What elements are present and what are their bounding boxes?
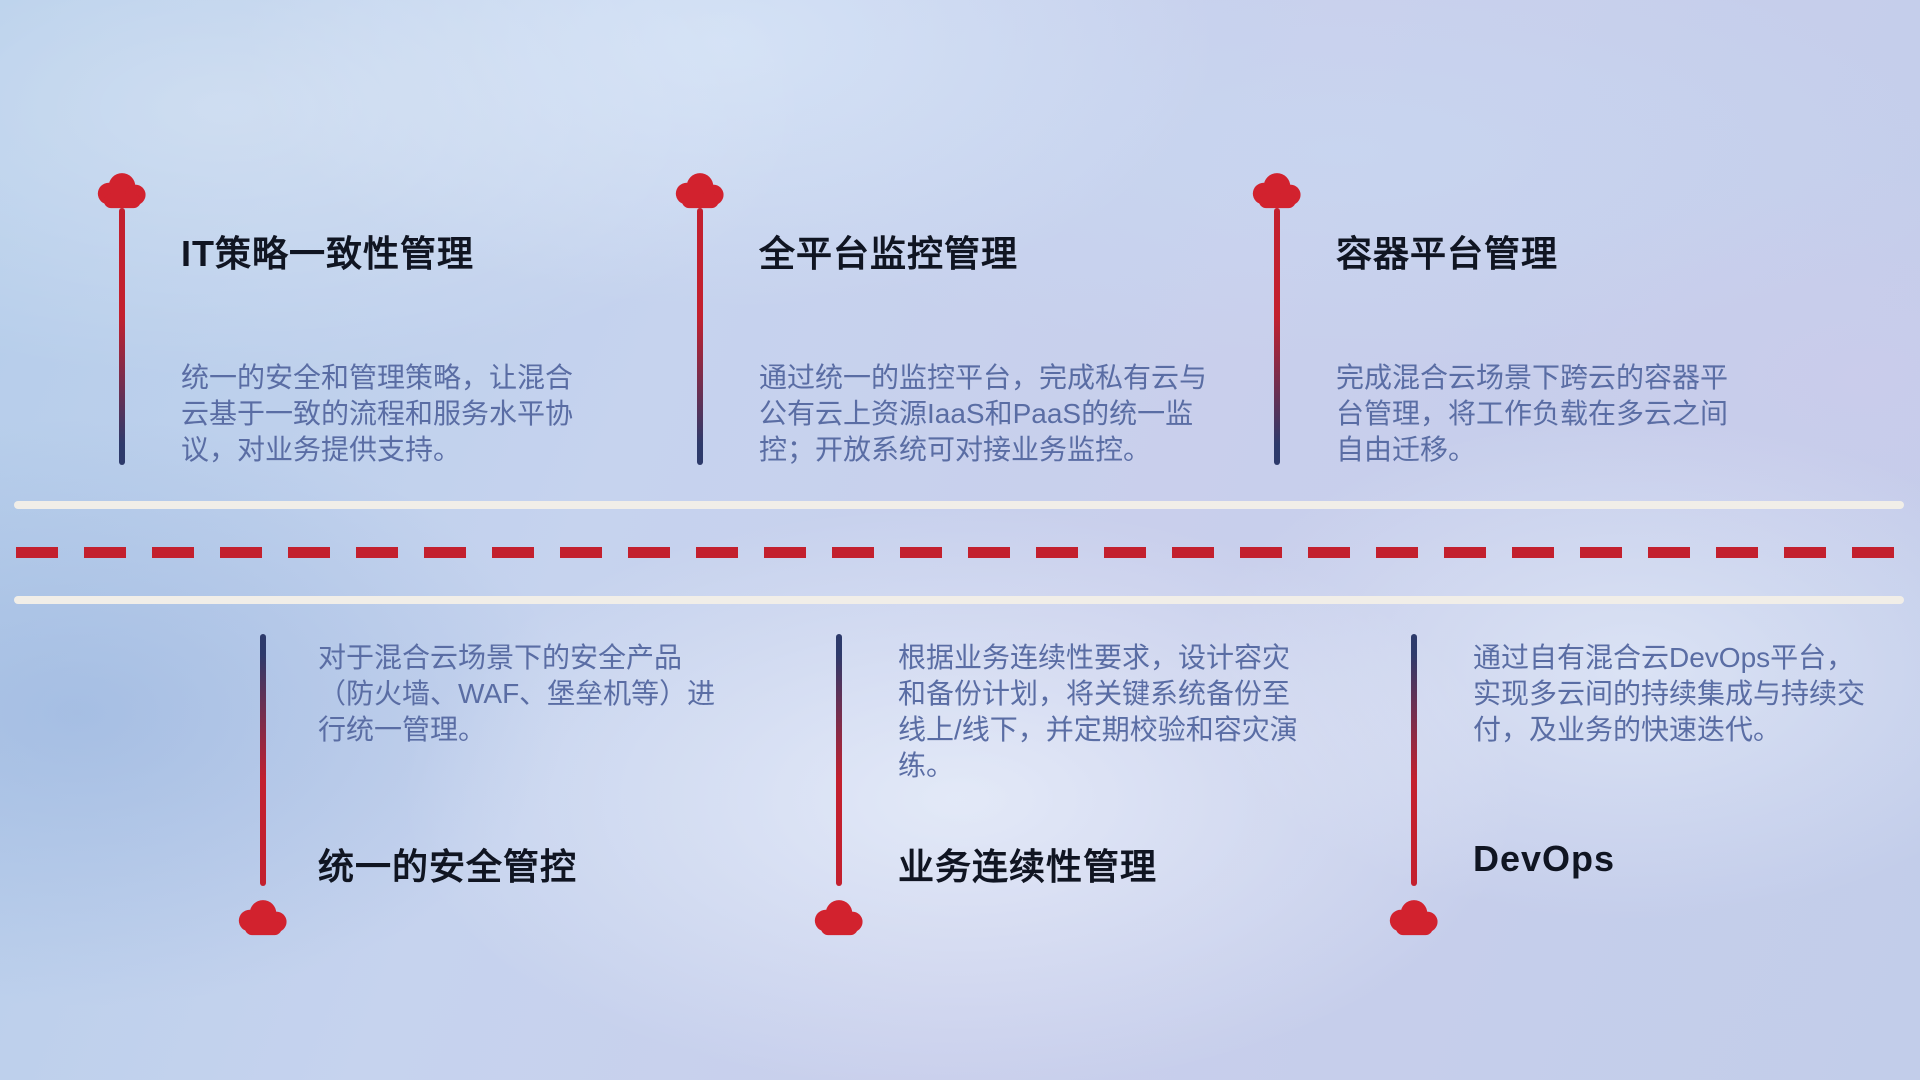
feature-description: 完成混合云场景下跨云的容器平台管理，将工作负载在多云之间自由迁移。	[1336, 362, 1729, 465]
connector-line	[697, 208, 703, 465]
feature-title: IT策略一致性管理	[181, 233, 474, 274]
connector-line	[1274, 208, 1280, 465]
cloud-icon	[97, 173, 146, 209]
cloud-icon	[238, 900, 287, 936]
feature-description: 对于混合云场景下的安全产品（防火墙、WAF、堡垒机等）进行统一管理。	[318, 642, 716, 745]
feature-title: 容器平台管理	[1336, 233, 1559, 274]
feature-title: 业务连续性管理	[898, 846, 1158, 887]
connector-line	[836, 634, 842, 886]
feature-title: DevOps	[1473, 838, 1616, 879]
feature-description: 通过统一的监控平台，完成私有云与公有云上资源IaaS和PaaS的统一监控；开放系…	[759, 362, 1208, 465]
feature-description: 根据业务连续性要求，设计容灾和备份计划，将关键系统备份至线上/线下，并定期校验和…	[898, 642, 1298, 781]
connector-line	[1411, 634, 1417, 886]
cloud-icon	[1389, 900, 1438, 936]
feature-title: 全平台监控管理	[759, 233, 1019, 274]
connector-line	[119, 208, 125, 465]
feature-description: 通过自有混合云DevOps平台，实现多云间的持续集成与持续交付，及业务的快速迭代…	[1473, 642, 1866, 745]
road-center-dashes	[16, 547, 1902, 558]
cloud-icon	[814, 900, 863, 936]
connector-line	[260, 634, 266, 886]
cloud-icon	[1252, 173, 1301, 209]
road-upper-edge	[14, 501, 1904, 509]
cloud-icon	[675, 173, 724, 209]
feature-title: 统一的安全管控	[318, 846, 578, 887]
road-lower-edge	[14, 596, 1904, 604]
feature-description: 统一的安全和管理策略，让混合云基于一致的流程和服务水平协议，对业务提供支持。	[181, 362, 574, 465]
